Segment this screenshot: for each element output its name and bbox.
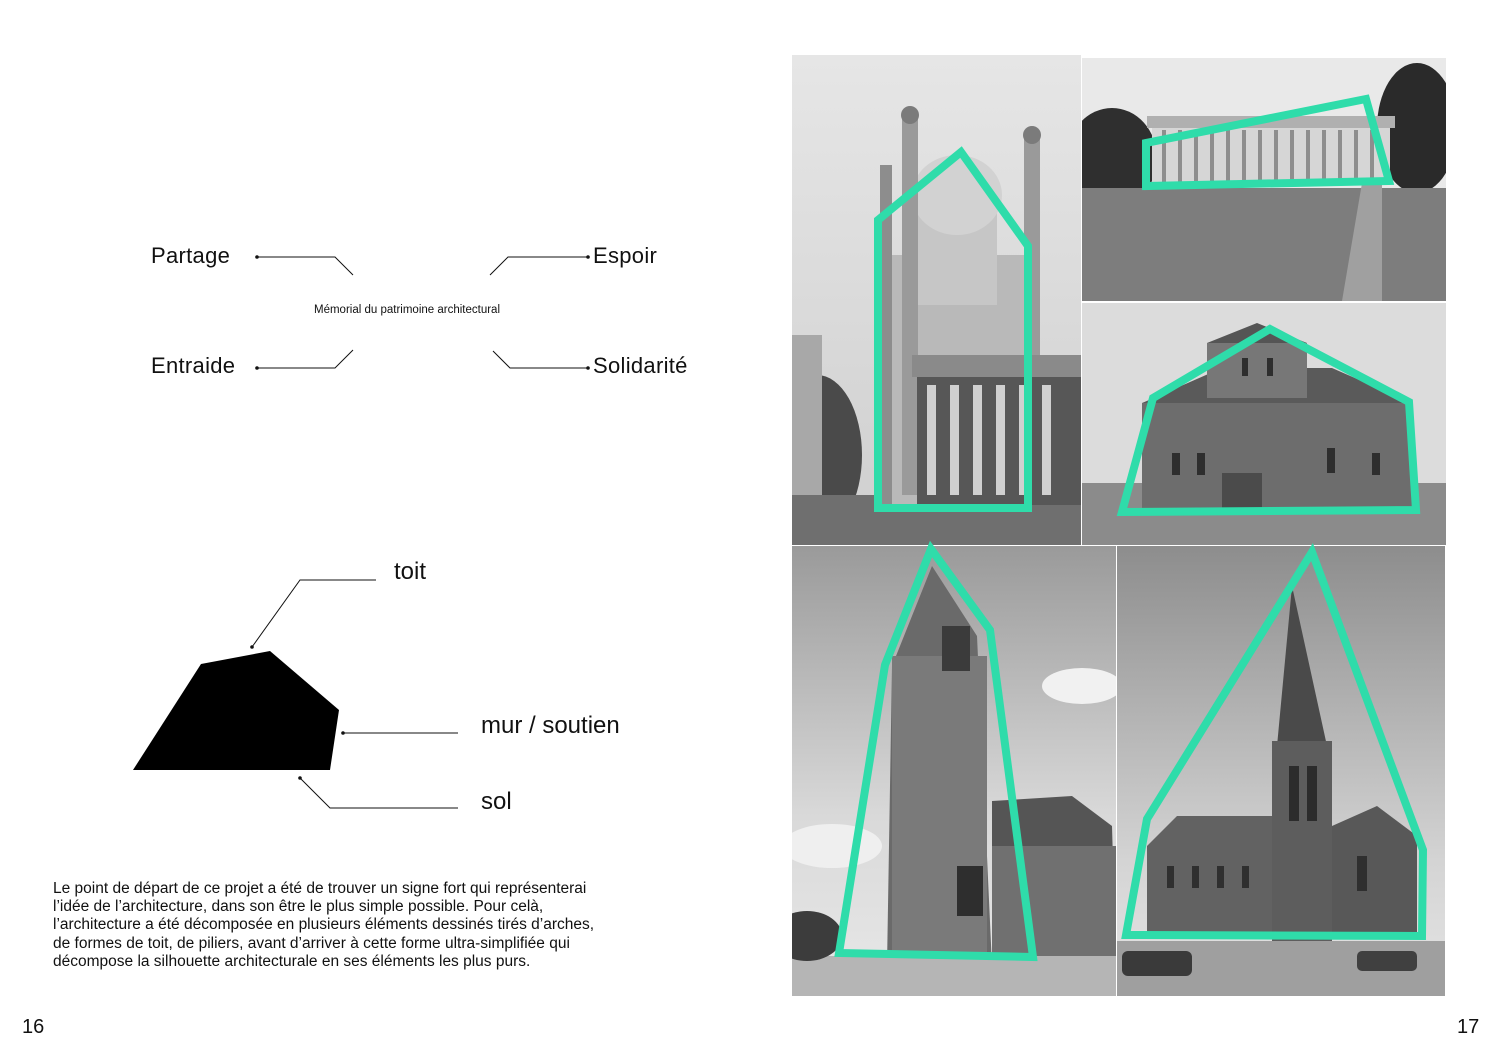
connector-partage	[257, 256, 354, 276]
photo-bell-tower	[792, 546, 1116, 996]
label-sol: sol	[481, 788, 512, 815]
paragraph-line: l’architecture a été décomposée en plusi…	[53, 916, 595, 934]
connector-espoir	[489, 256, 588, 276]
page-number-left: 16	[22, 1016, 45, 1038]
connector-dot	[298, 776, 302, 780]
intro-paragraph: Le point de départ de ce projet a été de…	[53, 880, 733, 971]
keyword-espoir: Espoir	[593, 243, 658, 268]
connector-dot	[255, 255, 259, 259]
photo-pavilion	[792, 55, 1081, 545]
paragraph-line: l’idée de l’architecture, dans son être …	[53, 898, 544, 916]
photo-stone-church	[1082, 303, 1446, 545]
connector-dot	[586, 255, 590, 259]
connector-toit	[251, 579, 376, 648]
mindmap-center-label: Mémorial du patrimoine architectural	[314, 304, 500, 316]
connector-dot	[255, 366, 259, 370]
connector-entraide	[257, 349, 354, 369]
photo-gothic-church	[1117, 546, 1445, 996]
keyword-partage: Partage	[151, 243, 231, 268]
connector-sol	[299, 777, 458, 809]
label-mur-soutien: mur / soutien	[481, 712, 620, 739]
paragraph-line: décompose la silhouette architecturale e…	[53, 952, 531, 970]
keyword-solidarite: Solidarité	[593, 353, 688, 378]
photo-temple	[1082, 58, 1446, 301]
keyword-entraide: Entraide	[151, 353, 236, 378]
connector-dot	[341, 731, 345, 735]
label-toit: toit	[394, 558, 427, 585]
connector-solidarite	[492, 350, 588, 369]
connector-dot	[250, 645, 254, 649]
page-number-right: 17	[1457, 1016, 1480, 1038]
connector-dot	[586, 366, 590, 370]
paragraph-line: Le point de départ de ce projet a été de…	[53, 880, 587, 897]
architecture-silhouette	[133, 651, 339, 770]
paragraph-line: de formes de toit, de piliers, avant d’a…	[53, 934, 570, 952]
